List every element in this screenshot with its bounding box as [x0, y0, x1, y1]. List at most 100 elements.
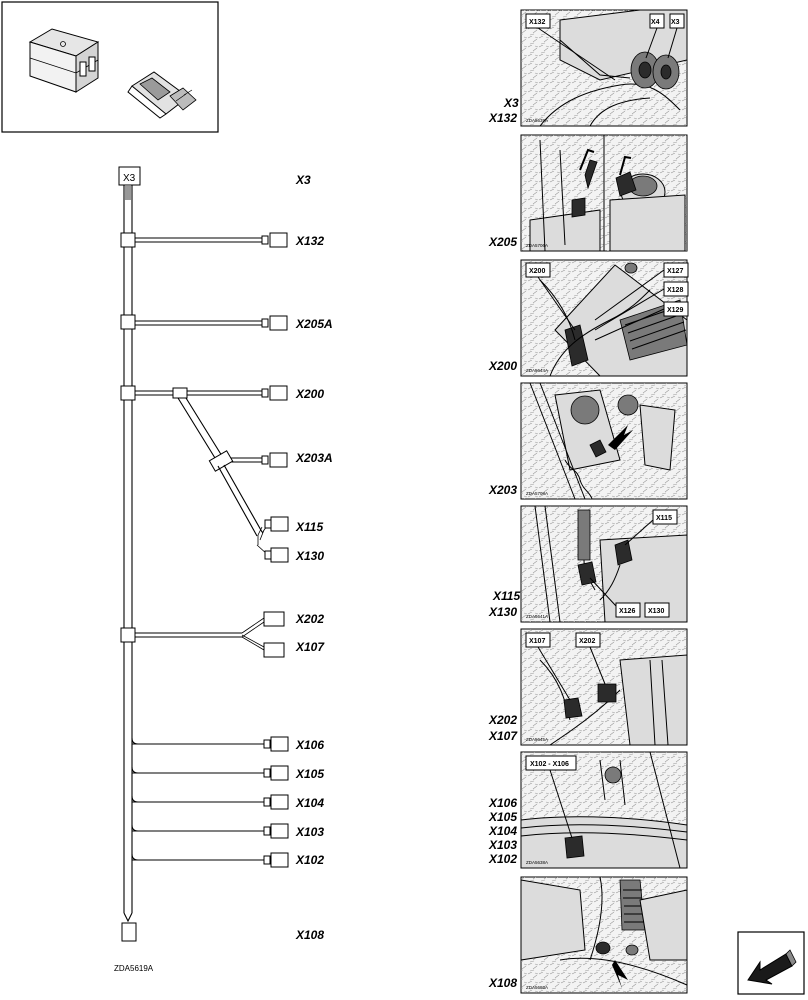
label-x202: X202	[295, 612, 324, 626]
svg-text:X4: X4	[651, 19, 660, 26]
svg-text:ZDA5686A: ZDA5686A	[526, 985, 548, 990]
branch-takeoff-x205a	[120, 314, 136, 330]
photo-panel-2: ZDA5706A X205	[488, 134, 688, 252]
branch-takeoff-x202	[120, 627, 136, 643]
label-x102: X102	[295, 853, 324, 867]
label-x105: X105	[295, 767, 324, 781]
photo-5-label-1: X115	[492, 589, 520, 603]
svg-text:X129: X129	[667, 307, 683, 314]
photo-6-callout-x202: X202	[575, 632, 606, 685]
end-connector-x104	[263, 794, 289, 810]
figure-code: ZDA5619A	[114, 964, 154, 973]
svg-text:X128: X128	[667, 287, 683, 294]
label-x3: X3	[295, 173, 311, 187]
label-x115: X115	[295, 520, 323, 534]
end-connector-x203a	[261, 452, 288, 468]
end-connector-x130	[264, 547, 289, 563]
end-connector-x105	[263, 765, 289, 781]
photo-3-callout-x200: X200	[525, 262, 576, 331]
photo-panel-4: ZDA5708A X203	[488, 382, 688, 500]
photo-6-callout-x107: X107	[525, 632, 571, 701]
svg-text:X3: X3	[671, 19, 680, 26]
x3-connector-box	[118, 166, 141, 186]
svg-text:X132: X132	[529, 19, 545, 26]
photo-6-label-1: X202	[488, 713, 517, 727]
svg-text:X130: X130	[648, 608, 664, 615]
photo-2-label-1: X205	[488, 235, 517, 249]
svg-text:ZDA5708A: ZDA5708A	[526, 491, 548, 496]
label-x132: X132	[295, 234, 324, 248]
back-arrow-icon[interactable]	[737, 931, 805, 995]
photo-panel-1: X132 X4 X3 ZDA5639A X3 X132	[488, 9, 688, 127]
end-connector-x202	[263, 611, 285, 627]
photo-5-callout-x115: X115	[624, 509, 678, 546]
photo-1-callout-x3: X3	[667, 13, 685, 59]
end-connector-x107	[263, 642, 285, 658]
photo-3-callout-x127: X127	[663, 262, 689, 278]
sub-junction-2	[208, 450, 234, 472]
label-x205a: X205A	[295, 317, 333, 331]
connector-housing-illustration	[28, 28, 100, 93]
svg-text:X115: X115	[656, 515, 672, 522]
x108-connector-box	[121, 922, 137, 942]
svg-text:X202: X202	[579, 638, 595, 645]
photo-7-label-2: X105	[488, 810, 517, 824]
photo-1-label-2: X132	[488, 111, 517, 125]
end-connector-x115	[264, 516, 289, 532]
label-x107: X107	[295, 640, 325, 654]
harness-schematic: X3	[114, 166, 333, 973]
photo-7-label-3: X104	[488, 824, 517, 838]
label-x200: X200	[295, 387, 324, 401]
photo-panel-7: X102 - X106 ZDA5638A X106 X105 X104 X103…	[488, 751, 688, 869]
photo-7-label-5: X102	[488, 852, 517, 866]
svg-text:ZDA5645A: ZDA5645A	[526, 737, 548, 742]
label-x130: X130	[295, 549, 324, 563]
svg-text:X107: X107	[529, 638, 545, 645]
svg-text:ZDA5638A: ZDA5638A	[526, 860, 548, 865]
photo-3-label-1: X200	[488, 359, 517, 373]
svg-text:ZDA5644A: ZDA5644A	[526, 368, 548, 373]
photo-6-label-2: X107	[488, 729, 518, 743]
svg-text:ZDA5641A: ZDA5641A	[526, 614, 548, 619]
branch-takeoff-x132	[120, 232, 136, 248]
photo-1-callout-x4: X4	[645, 13, 665, 59]
connector-detail-inset	[1, 1, 219, 133]
end-connector-x205a	[261, 315, 288, 331]
x3-connector-label: X3	[123, 173, 136, 184]
label-x106: X106	[295, 738, 324, 752]
photo-7-label-4: X103	[488, 838, 517, 852]
photo-8-label-1: X108	[488, 976, 517, 990]
end-connector-x200	[261, 385, 288, 401]
label-x104: X104	[295, 796, 324, 810]
label-x108: X108	[295, 928, 324, 942]
terminal-pin-illustration	[127, 71, 197, 119]
branch-takeoff-x200	[120, 385, 136, 401]
photo-5-callout-x126: X126	[589, 577, 641, 618]
end-connector-x132	[261, 232, 288, 248]
photo-5-callout-x130: X130	[644, 602, 670, 618]
photo-7-label-1: X106	[488, 796, 517, 810]
photo-panel-5: X115 X126 X130 ZDA5641A X115 X130	[488, 505, 688, 623]
photo-3-callout-x128: X128	[663, 281, 689, 297]
photo-1-label-1: X3	[503, 96, 519, 110]
svg-text:X200: X200	[529, 268, 545, 275]
photo-5-label-2: X130	[488, 605, 517, 619]
end-connector-x102	[263, 852, 289, 868]
svg-text:X102 - X106: X102 - X106	[530, 761, 569, 768]
photo-4-label-1: X203	[488, 483, 517, 497]
photo-panel-8: ZDA5686A X108	[488, 876, 688, 994]
label-x103: X103	[295, 825, 324, 839]
sub-junction-1	[172, 387, 188, 399]
photo-3-callout-x129: X129	[594, 269, 689, 341]
end-connector-x106	[263, 736, 289, 752]
main-trunk	[123, 185, 133, 913]
svg-text:ZDA5639A: ZDA5639A	[526, 118, 548, 123]
photo-panel-3: X200 X127 X128 X129 ZDA5644A X200	[488, 259, 689, 377]
photo-panel-6: X107 X202 ZDA5645A X202 X107	[488, 628, 688, 746]
photo-7-callout-x102-x106: X102 - X106	[525, 755, 577, 839]
svg-text:X126: X126	[619, 608, 635, 615]
photo-1-callout-x132: X132	[525, 13, 616, 81]
svg-text:X127: X127	[667, 268, 683, 275]
end-connector-x103	[263, 823, 289, 839]
